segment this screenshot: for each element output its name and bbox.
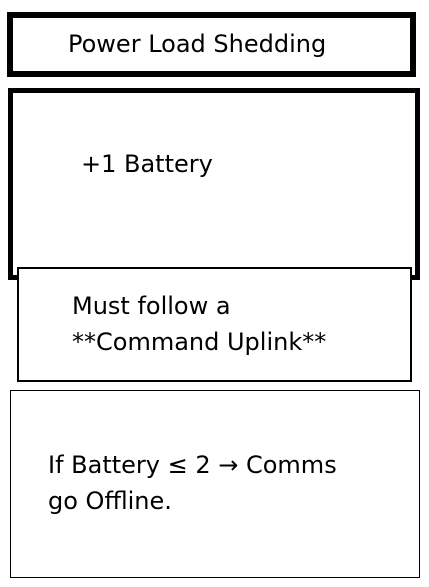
requirement-text: Must follow a **Command Uplink** bbox=[72, 288, 326, 360]
requirement-line-2: **Command Uplink** bbox=[72, 328, 327, 356]
effect-box: +1 Battery bbox=[8, 88, 420, 280]
requirement-box: Must follow a **Command Uplink** bbox=[17, 267, 412, 382]
penalty-box: If Battery ≤ 2 → Comms go Offline. bbox=[10, 390, 420, 578]
card-title-box: Power Load Shedding bbox=[7, 12, 416, 77]
penalty-line-1: If Battery ≤ 2 → Comms bbox=[48, 451, 337, 479]
card-title: Power Load Shedding bbox=[68, 30, 327, 58]
effect-text: +1 Battery bbox=[81, 150, 213, 178]
penalty-text: If Battery ≤ 2 → Comms go Offline. bbox=[48, 447, 337, 519]
requirement-line-1: Must follow a bbox=[72, 292, 231, 320]
penalty-line-2: go Offline. bbox=[48, 487, 172, 515]
